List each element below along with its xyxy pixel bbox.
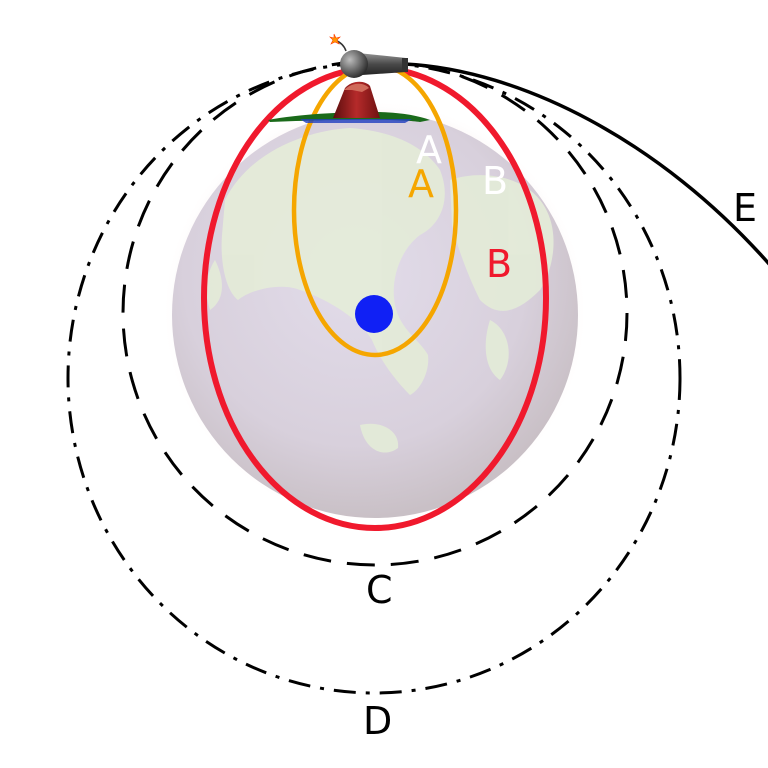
label-e-path: E xyxy=(733,186,757,230)
center-of-mass-dot xyxy=(355,295,393,333)
continents xyxy=(206,128,554,453)
label-b-orbit: B xyxy=(486,242,512,286)
mountain-icon xyxy=(268,81,430,123)
fuse-spark-icon xyxy=(329,33,341,45)
label-d-orbit: D xyxy=(363,699,392,743)
label-a-inner: A xyxy=(416,128,442,172)
path-e xyxy=(404,62,768,266)
label-a-orbit: A xyxy=(408,162,434,206)
orbit-c xyxy=(121,59,629,567)
cannon-icon xyxy=(329,33,408,78)
label-c-orbit: C xyxy=(366,568,393,612)
orbit-d xyxy=(66,61,682,695)
label-b-inner: B xyxy=(482,159,508,203)
